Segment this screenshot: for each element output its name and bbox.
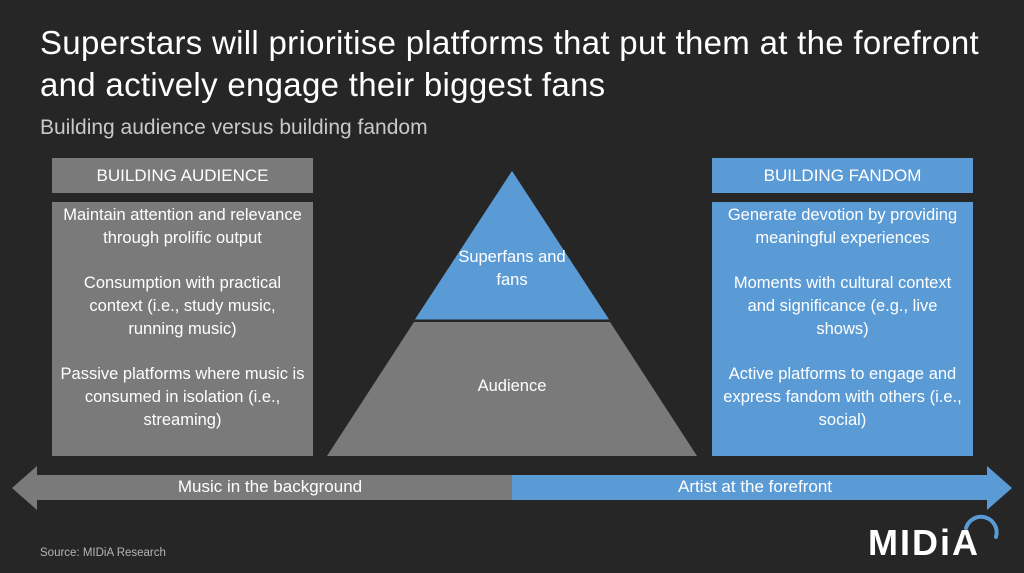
arrow-right-label: Artist at the forefront (677, 477, 832, 496)
pyramid-bottom-label: Audience (477, 377, 547, 395)
pyramid-bottom-tier (327, 322, 697, 456)
fandom-item-3: Active platforms to engage and express f… (723, 365, 962, 429)
building-fandom-header: BUILDING FANDOM (712, 158, 973, 193)
building-audience-panel: Maintain attention and relevance through… (52, 202, 313, 456)
fandom-item-1: Generate devotion by providing meaningfu… (727, 206, 958, 247)
building-audience-header: BUILDING AUDIENCE (52, 158, 313, 193)
pyramid-top-tier (413, 169, 611, 321)
pyramid-top-label: Superfans and fans (458, 248, 566, 289)
midia-logo: MIDiA (868, 522, 980, 564)
arrow-left-label: Music in the background (177, 477, 363, 496)
building-fandom-panel: Generate devotion by providing meaningfu… (712, 202, 973, 456)
slide-subtitle: Building audience versus building fandom (40, 116, 428, 139)
audience-item-1: Maintain attention and relevance through… (63, 206, 302, 247)
audience-item-3: Passive platforms where music is consume… (60, 365, 305, 429)
fandom-item-2: Moments with cultural context and signif… (733, 274, 952, 338)
arrow-left-half (12, 466, 512, 510)
logo-text: MIDiA (868, 522, 980, 563)
slide-title: Superstars will prioritise platforms tha… (40, 24, 979, 103)
audience-item-2: Consumption with practical context (i.e.… (83, 274, 282, 338)
source-note: Source: MIDiA Research (40, 547, 166, 559)
arrow-right-half (512, 466, 1012, 510)
